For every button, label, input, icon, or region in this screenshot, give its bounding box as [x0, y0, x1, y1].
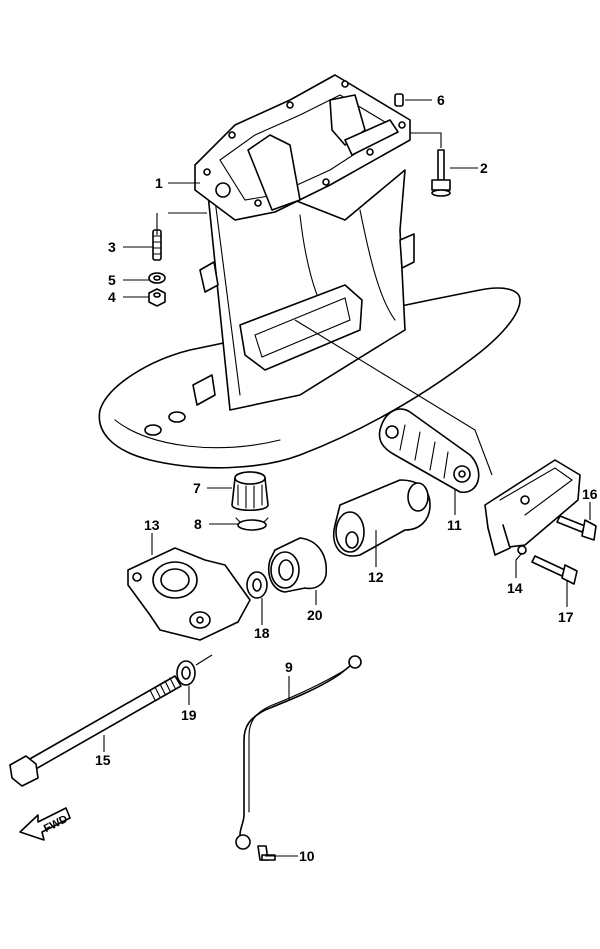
screw-10 — [257, 845, 276, 861]
nut-4 — [148, 288, 166, 307]
callout-7: 7 — [193, 480, 201, 496]
bushing-12 — [333, 479, 431, 557]
callout-9: 9 — [285, 659, 293, 675]
washer-19 — [176, 660, 196, 686]
washer-5 — [148, 272, 166, 284]
forward-arrow-icon: FWD — [19, 807, 71, 841]
callout-8: 8 — [194, 516, 202, 532]
collar-20 — [268, 537, 327, 593]
callout-17: 17 — [558, 609, 574, 625]
fwd-label: FWD — [42, 813, 70, 835]
grommet-7 — [231, 471, 269, 512]
bolt-16 — [556, 515, 597, 541]
callout-labels: 1 2 3 4 5 6 7 8 9 10 11 12 13 14 15 16 1… — [95, 92, 598, 864]
callout-6: 6 — [437, 92, 445, 108]
callout-15: 15 — [95, 752, 111, 768]
callout-5: 5 — [108, 272, 116, 288]
callout-12: 12 — [368, 569, 384, 585]
mount-bracket-14 — [484, 459, 581, 556]
callout-18: 18 — [254, 625, 270, 641]
ground-wire-9 — [235, 655, 362, 850]
callout-1: 1 — [155, 175, 163, 191]
callout-2: 2 — [480, 160, 488, 176]
mount-cushion-11 — [378, 408, 480, 493]
clip-8 — [235, 517, 269, 531]
leader-lines — [103, 99, 591, 857]
callout-3: 3 — [108, 239, 116, 255]
mount-bracket-13 — [127, 547, 251, 641]
callout-19: 19 — [181, 707, 197, 723]
callout-14: 14 — [507, 580, 523, 596]
driveshaft-housing — [98, 74, 521, 469]
callout-20: 20 — [307, 607, 323, 623]
callout-10: 10 — [299, 848, 315, 864]
callout-13: 13 — [144, 517, 160, 533]
callout-11: 11 — [447, 517, 462, 533]
dowel-pin-6 — [394, 93, 404, 107]
washer-18 — [246, 571, 268, 599]
callout-4: 4 — [108, 289, 116, 305]
bolt-2 — [431, 149, 451, 197]
callout-16: 16 — [582, 486, 598, 502]
through-bolt-15 — [9, 675, 182, 787]
bolt-17 — [531, 555, 578, 585]
